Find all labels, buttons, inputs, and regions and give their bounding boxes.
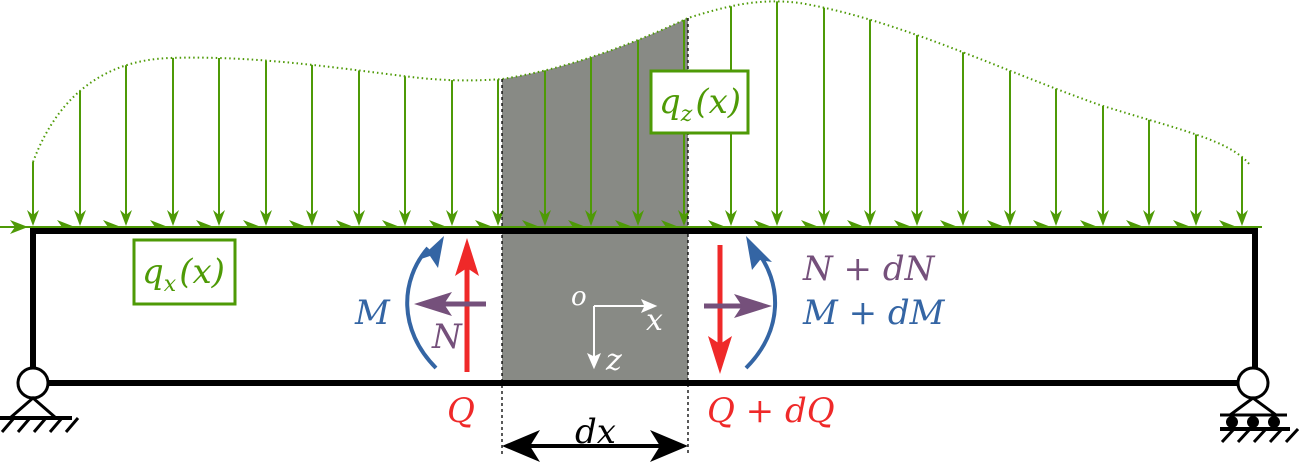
qx-label: qx(x) <box>142 252 225 297</box>
shear-label-right: Q + dQ <box>707 391 835 431</box>
dx-label: dx <box>575 412 616 452</box>
shear-label-left: Q <box>447 391 475 431</box>
roller-support-right <box>1220 366 1299 444</box>
qz-arrow-head <box>632 210 644 226</box>
qz-arrow-head <box>120 210 132 226</box>
qz-arrow-head <box>74 210 86 226</box>
qz-arrow-head <box>771 210 783 226</box>
qz-label: qz(x) <box>659 82 741 127</box>
qz-arrow-head <box>213 210 225 226</box>
moment-arrow-right <box>744 236 777 370</box>
distributed-load-curve <box>32 0 1251 166</box>
qz-arrow-head <box>539 210 551 226</box>
qz-arrow-head <box>399 210 411 226</box>
qz-arrow-head <box>306 210 318 226</box>
qz-arrow-head <box>1004 210 1016 226</box>
moment-label-left: M <box>354 293 391 333</box>
qz-arrow-head <box>864 210 876 226</box>
qz-arrow-head <box>27 210 39 226</box>
origin-label: o <box>571 282 587 312</box>
qz-arrow-head <box>585 210 597 226</box>
qx-label-box <box>132 238 237 306</box>
normal-arrow-right <box>704 294 772 318</box>
qz-arrow-head <box>911 210 923 226</box>
normal-label-right: N + dN <box>802 249 936 289</box>
local-axes <box>587 299 658 370</box>
qz-arrow-head <box>957 210 969 226</box>
qz-arrow-head <box>1236 210 1248 226</box>
qz-arrow-head <box>725 210 737 226</box>
z-axis-label: z <box>605 343 622 378</box>
qz-arrow-head <box>678 210 690 226</box>
moment-label-right: M + dM <box>802 293 946 333</box>
qz-arrow-head <box>492 210 504 226</box>
vertical-load-arrows <box>27 1 1248 226</box>
qz-arrow-head <box>1050 210 1062 226</box>
normal-label-left: N <box>431 317 463 357</box>
qz-arrow-head <box>818 210 830 226</box>
x-axis-label: x <box>646 303 663 338</box>
shear-arrow-right <box>708 245 732 374</box>
normal-arrow-left <box>414 292 486 316</box>
moment-arrow-left <box>405 236 444 370</box>
qz-arrow-head <box>167 210 179 226</box>
qz-label-box <box>649 69 750 135</box>
qz-arrow-head <box>1143 210 1155 226</box>
differential-element <box>502 18 688 383</box>
shear-arrow-left <box>455 238 479 372</box>
dx-dimension-arrow <box>502 430 688 462</box>
qz-arrow-head <box>260 210 272 226</box>
pin-support-left <box>0 366 80 433</box>
qz-arrow-head <box>353 210 365 226</box>
qz-arrow-head <box>1097 210 1109 226</box>
qz-arrow-head <box>1190 210 1202 226</box>
qz-arrow-head <box>446 210 458 226</box>
qx-arrow-head <box>10 220 28 234</box>
